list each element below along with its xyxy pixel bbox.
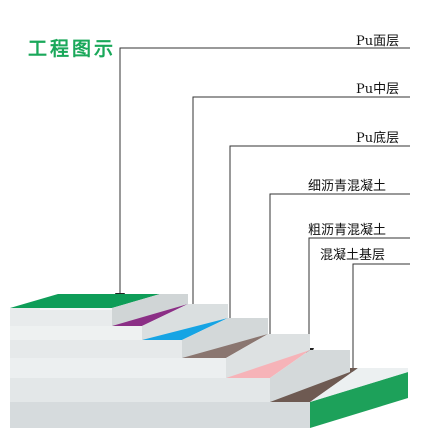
leader-line-pu-base (229, 145, 410, 338)
label-pu-middle-layer: Pu中层 (356, 82, 400, 97)
pu-top-top (10, 294, 160, 308)
leader-line-concrete-base (352, 263, 410, 370)
leader-line-coarse-asphalt (308, 237, 410, 350)
label-coarse-asphalt-concrete: 粗沥青混凝土 (308, 223, 387, 238)
leader-line-pu-middle (192, 96, 410, 315)
slab-3-front (10, 358, 226, 378)
diagram-title: 工程图示 (28, 38, 117, 60)
slab-5-front (10, 326, 142, 340)
slab-top-front (10, 308, 112, 326)
leader-lines (119, 47, 410, 370)
slab-2-front (10, 378, 270, 402)
label-pu-top-layer: Pu面层 (356, 34, 400, 49)
label-fine-asphalt-concrete: 细沥青混凝土 (308, 179, 387, 194)
concrete-base-side (310, 372, 408, 428)
label-pu-base-layer: Pu底层 (356, 131, 400, 146)
slab-bottom-front (10, 402, 310, 428)
slab-4-front (10, 340, 182, 358)
leader-line-fine-asphalt (269, 193, 410, 340)
leader-line-pu-top (119, 47, 410, 293)
label-concrete-base: 混凝土基层 (320, 248, 386, 263)
